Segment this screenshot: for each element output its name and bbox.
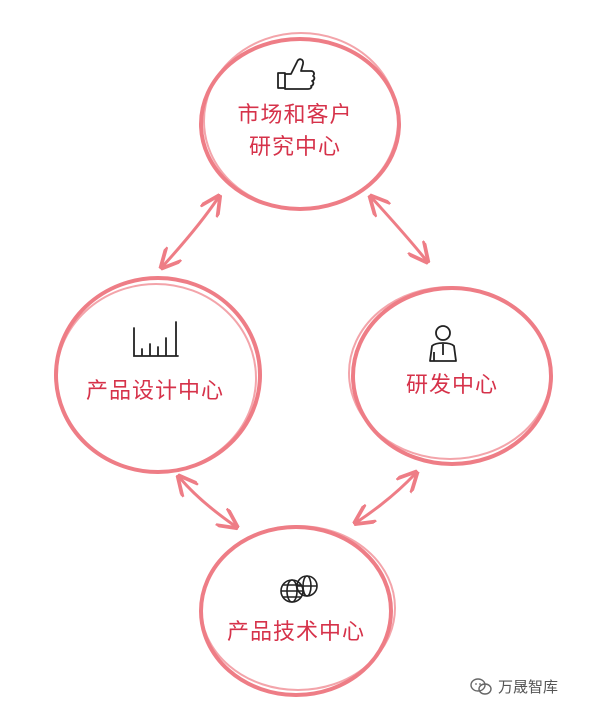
node-tech bbox=[199, 525, 396, 697]
node-design bbox=[54, 276, 262, 474]
node-market-label-line1: 市场和客户 bbox=[237, 103, 353, 128]
watermark-text: 万晟智库 bbox=[498, 678, 559, 696]
person-icon bbox=[429, 325, 457, 362]
arrow-design-tech bbox=[180, 478, 235, 526]
arrow-market-design bbox=[163, 198, 218, 266]
globe-icon bbox=[280, 575, 318, 603]
node-rnd-label: 研发中心 bbox=[405, 373, 498, 398]
wechat-icon bbox=[470, 677, 492, 695]
thumbs-up-icon bbox=[277, 58, 316, 90]
arrow-rnd-tech bbox=[357, 474, 415, 522]
node-design-label: 产品设计中心 bbox=[85, 379, 224, 404]
watermark: 万晟智库 bbox=[470, 676, 558, 697]
node-market-label: 市场和客户 研究中心 bbox=[200, 100, 390, 164]
node-rnd bbox=[348, 286, 553, 466]
node-market-label-line2: 研究中心 bbox=[248, 135, 341, 160]
arrow-market-rnd bbox=[372, 198, 426, 260]
node-tech-label: 产品技术中心 bbox=[226, 620, 365, 645]
node-market bbox=[199, 32, 401, 211]
bar-chart-icon bbox=[133, 321, 179, 357]
